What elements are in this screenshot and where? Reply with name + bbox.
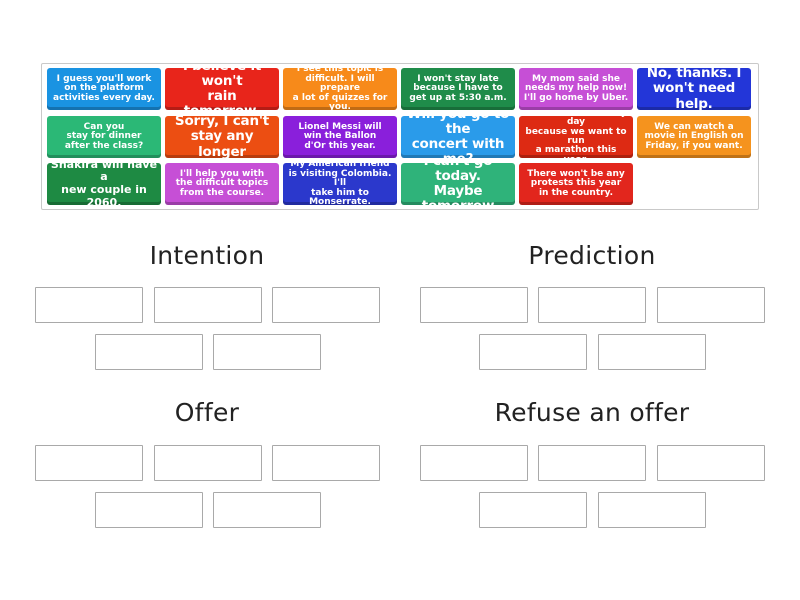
answer-card[interactable]: Shakira will have a new couple in 2060.: [47, 163, 161, 205]
drop-zone[interactable]: [598, 492, 706, 528]
drop-zone[interactable]: [420, 445, 528, 481]
drop-zone[interactable]: [213, 334, 321, 370]
drop-zone[interactable]: [154, 287, 262, 323]
drop-zone[interactable]: [657, 445, 765, 481]
answer-card[interactable]: We can watch a movie in English on Frida…: [637, 116, 751, 158]
drop-zone[interactable]: [95, 492, 203, 528]
card-bank: I guess you'll work on the platform acti…: [41, 63, 759, 210]
drop-zone[interactable]: [598, 334, 706, 370]
group-title-refuse-an-offer: Refuse an offer: [494, 398, 690, 427]
drop-zone[interactable]: [420, 287, 528, 323]
answer-card[interactable]: We'll exercise every day because we want…: [519, 116, 633, 158]
answer-card[interactable]: I guess you'll work on the platform acti…: [47, 68, 161, 110]
answer-card[interactable]: I can't go today. Maybe tomorrow: [401, 163, 515, 205]
answer-card[interactable]: I believe it won't rain tomorrow.: [165, 68, 279, 110]
drop-zone[interactable]: [213, 492, 321, 528]
drop-zone[interactable]: [657, 287, 765, 323]
answer-card[interactable]: I won't stay late because I have to get …: [401, 68, 515, 110]
answer-card[interactable]: My American friend is visiting Colombia.…: [283, 163, 397, 205]
drop-zone[interactable]: [95, 334, 203, 370]
answer-card[interactable]: I see this topic is difficult. I will pr…: [283, 68, 397, 110]
drop-zone[interactable]: [154, 445, 262, 481]
answer-card[interactable]: No, thanks. I won't need help.: [637, 68, 751, 110]
drop-zone[interactable]: [479, 334, 587, 370]
answer-card[interactable]: Sorry, I can't stay any longer: [165, 116, 279, 158]
answer-card[interactable]: I'll help you with the difficult topics …: [165, 163, 279, 205]
drop-zone[interactable]: [35, 445, 143, 481]
group-title-prediction: Prediction: [528, 241, 656, 270]
group-title-offer: Offer: [174, 398, 240, 427]
answer-card[interactable]: Lionel Messi will win the Ballon d'Or th…: [283, 116, 397, 158]
answer-card[interactable]: Can you stay for dinner after the class?: [47, 116, 161, 158]
answer-card[interactable]: My mom said she needs my help now! I'll …: [519, 68, 633, 110]
drop-zone[interactable]: [538, 287, 646, 323]
answer-card[interactable]: There won't be any protests this year in…: [519, 163, 633, 205]
drop-zone[interactable]: [272, 287, 380, 323]
answer-card[interactable]: Will you go to the concert with me?: [401, 116, 515, 158]
drop-zone[interactable]: [272, 445, 380, 481]
drop-zone[interactable]: [479, 492, 587, 528]
drop-zone[interactable]: [35, 287, 143, 323]
group-title-intention: Intention: [149, 241, 265, 270]
drop-zone[interactable]: [538, 445, 646, 481]
